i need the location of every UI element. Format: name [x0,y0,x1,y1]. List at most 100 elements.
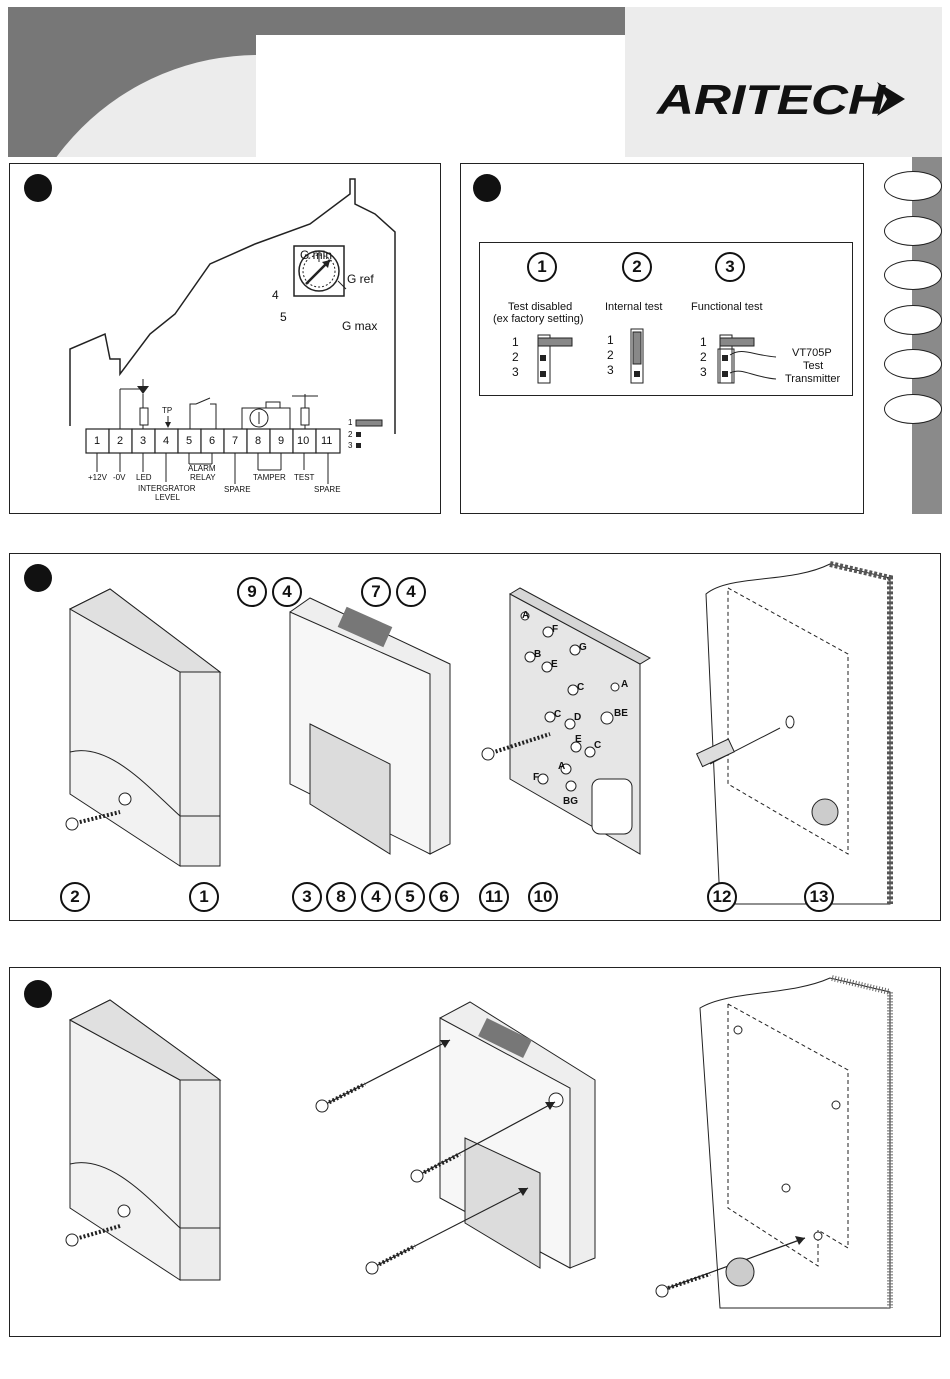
header-dark-band [8,7,625,35]
dial-g-min: G min [300,248,333,262]
callout-12: 12 [707,882,737,912]
callout-4a: 4 [272,577,302,607]
section-marker-3 [24,564,52,592]
dial-mark-5: 5 [280,310,287,324]
callout-6: 6 [429,882,459,912]
terminal-3: 3 [140,435,147,447]
language-tab-2[interactable] [884,216,942,246]
callout-9: 9 [237,577,267,607]
language-tab-1[interactable] [884,171,942,201]
option-3-number: 3 [715,252,745,282]
option-1-pin-1: 1 [512,335,519,349]
plate-letter-a2: A [621,679,629,690]
aritech-logo: ARITECH [655,76,907,123]
callout-7: 7 [361,577,391,607]
side-index-tab [912,157,942,514]
plate-letter-b: B [534,649,542,660]
option-1-pin-2: 2 [512,350,519,364]
plate-letter-f2: F [533,772,540,783]
label-spare-1: SPARE [224,485,251,494]
callout-1: 1 [189,882,219,912]
mounting-drawing [65,975,893,1309]
label-intergrator: INTERGRATOR [138,484,196,493]
plate-letter-a3: A [558,761,566,772]
transmitter-label: Transmitter [785,373,841,385]
dial-g-ref: G ref [347,272,374,286]
section-marker-1 [24,174,52,202]
dial-mark-4: 4 [272,288,279,302]
callout-10: 10 [528,882,558,912]
option-1-title: Test disabled [508,301,573,313]
panel-test-settings: 1 2 3 Test disabled (ex factory setting)… [460,163,864,514]
label-test: TEST [294,473,315,482]
label-relay: RELAY [190,473,216,482]
panel-mounting [9,967,941,1337]
jumper-pin-3: 3 [348,441,353,450]
option-3-pin-1: 1 [700,335,707,349]
transmitter-model: VT705P [792,347,832,359]
section-marker-4 [24,980,52,1008]
option-2-number: 2 [622,252,652,282]
label-12v: +12V [88,473,107,482]
language-tab-5[interactable] [884,349,942,379]
panel-wiring: G min G ref 4 5 G max TP 1 2 3 4 5 6 7 8… [9,163,441,514]
label-spare-2: SPARE [314,485,341,494]
label-led: LED [136,473,152,482]
option-3-pin-2: 2 [700,350,707,364]
plate-letter-g: G [579,642,587,653]
plate-letter-f1: F [552,624,559,635]
plate-letter-e1: E [551,659,558,670]
option-1-number: 1 [527,252,557,282]
plate-letter-e2: E [575,734,582,745]
label-0v: -0V [113,473,126,482]
assembly-drawing [65,561,893,905]
jumper-pin-1: 1 [348,418,353,427]
transmitter-test: Test [803,360,824,372]
terminal-8: 8 [255,435,262,447]
plate-letter-bg: BG [563,796,578,807]
terminal-6: 6 [209,435,216,447]
jumper-diagrams [537,328,777,384]
jumper-settings-box: 1 2 3 Test disabled (ex factory setting)… [479,242,853,396]
terminal-4: 4 [163,435,170,447]
option-3-title: Functional test [691,301,763,313]
svg-text:ARITECH: ARITECH [656,78,887,120]
option-3-pin-3: 3 [700,365,707,379]
option-1-pin-3: 3 [512,365,519,379]
panel-components: 9 4 7 4 2 1 3 8 4 5 6 11 10 12 13 A F G … [9,553,941,921]
callout-2: 2 [60,882,90,912]
terminal-9: 9 [278,435,285,447]
dial-g-max: G max [342,319,378,333]
callout-3: 3 [292,882,322,912]
jumper-pin-2: 2 [348,430,353,439]
callout-4c: 4 [361,882,391,912]
tp-label: TP [162,406,173,415]
language-tab-4[interactable] [884,305,942,335]
plate-letter-c3: C [594,740,602,751]
callout-13: 13 [804,882,834,912]
terminal-1: 1 [94,435,101,447]
option-2-title: Internal test [605,301,663,313]
label-alarm: ALARM [188,464,216,473]
terminal-5: 5 [186,435,193,447]
terminal-2: 2 [117,435,124,447]
label-tamper: TAMPER [253,473,286,482]
language-tab-6[interactable] [884,394,942,424]
section-marker-2 [473,174,501,202]
plate-letter-a1: A [522,610,530,621]
plate-letter-be: BE [614,708,628,719]
terminal-11: 11 [321,435,333,447]
callout-11: 11 [479,882,509,912]
label-level: LEVEL [155,493,180,502]
option-2-pin-3: 3 [607,363,614,377]
language-tab-3[interactable] [884,260,942,290]
terminal-7: 7 [232,435,239,447]
option-2-pin-1: 1 [607,333,614,347]
terminal-10: 10 [297,435,310,447]
callout-4b: 4 [396,577,426,607]
plate-letter-c2: C [554,709,562,720]
pcb-outline [69,178,396,484]
option-1-subtitle: (ex factory setting) [493,313,584,325]
option-2-pin-2: 2 [607,348,614,362]
plate-letter-c1: C [577,682,585,693]
